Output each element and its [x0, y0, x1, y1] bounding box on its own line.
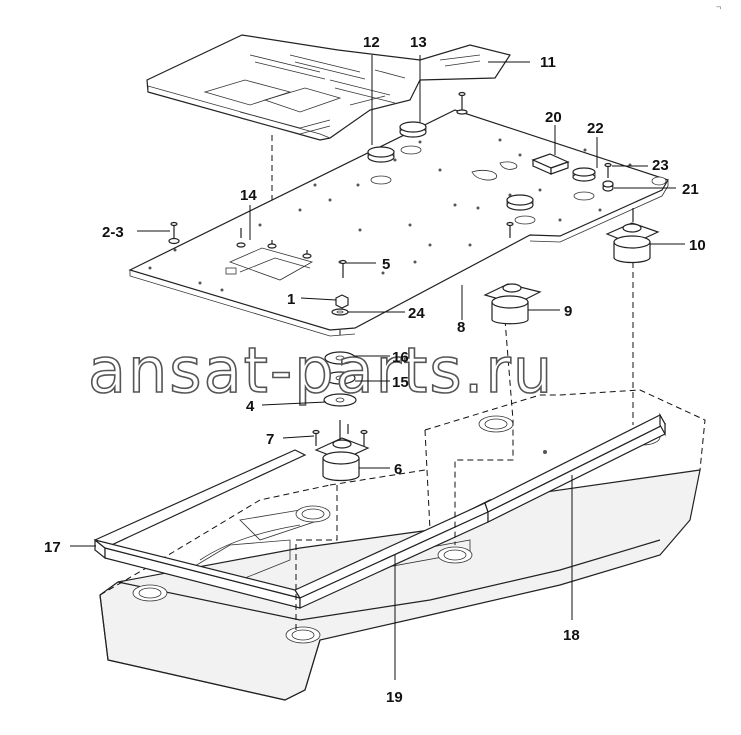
washer-4 — [323, 393, 357, 407]
callout-12: 12 — [363, 34, 380, 51]
callout-6: 6 — [394, 461, 402, 478]
callout-4: 4 — [246, 398, 255, 415]
callout-15: 15 — [392, 374, 409, 391]
bolt-5 — [339, 259, 347, 278]
callout-5: 5 — [382, 256, 390, 273]
leader-lines — [70, 55, 685, 680]
isolator-6 — [312, 420, 370, 482]
callout-16: 16 — [392, 349, 409, 366]
watermark-text: ansat-parts.ru — [88, 334, 554, 407]
callout-24: 24 — [408, 305, 425, 322]
washer-15 — [324, 371, 356, 385]
callout-17: 17 — [44, 539, 61, 556]
floor-plate-8 — [128, 109, 669, 337]
callout-11: 11 — [540, 54, 556, 71]
callout-18: 18 — [563, 627, 580, 644]
callout-19: 19 — [386, 689, 403, 706]
callout-10: 10 — [689, 237, 706, 254]
isolator-10 — [605, 208, 660, 264]
nut-1 — [335, 294, 349, 309]
spacer-21 — [602, 180, 614, 192]
callout-7: 7 — [266, 431, 274, 448]
floor-plate-holes — [148, 138, 632, 292]
isolator-9 — [483, 283, 542, 325]
callout-23: 23 — [652, 157, 669, 174]
callout-22: 22 — [587, 120, 604, 137]
grommet-12 — [367, 146, 395, 163]
washer-24 — [331, 308, 349, 316]
corner-mark: ¬ — [716, 2, 721, 12]
callout-21: 21 — [682, 181, 699, 198]
frame-rail-18 — [484, 412, 666, 523]
callout-2-3: 2-3 — [102, 224, 124, 241]
bolt-washer-2-3 — [168, 221, 180, 245]
washer-16 — [324, 351, 356, 365]
pad-20 — [531, 153, 570, 175]
bolts-14 — [236, 228, 312, 259]
callout-labels: 11 12 13 20 22 23 21 10 9 8 14 2-3 5 1 2… — [44, 34, 706, 706]
callout-13: 13 — [410, 34, 427, 51]
callout-9: 9 — [564, 303, 572, 320]
frame-rail-17 — [93, 449, 307, 609]
floor-mat-slots — [249, 54, 481, 106]
grommet-13 — [399, 121, 427, 138]
bolt-top-plate — [456, 91, 468, 115]
callout-20: 20 — [545, 109, 562, 126]
callout-1: 1 — [287, 291, 295, 308]
callout-8: 8 — [457, 319, 465, 336]
bolt-23 — [604, 162, 612, 178]
isolator-plate — [506, 194, 534, 238]
grommet-22 — [572, 167, 596, 182]
callout-14: 14 — [240, 187, 257, 204]
floor-mat-11 — [146, 34, 511, 141]
